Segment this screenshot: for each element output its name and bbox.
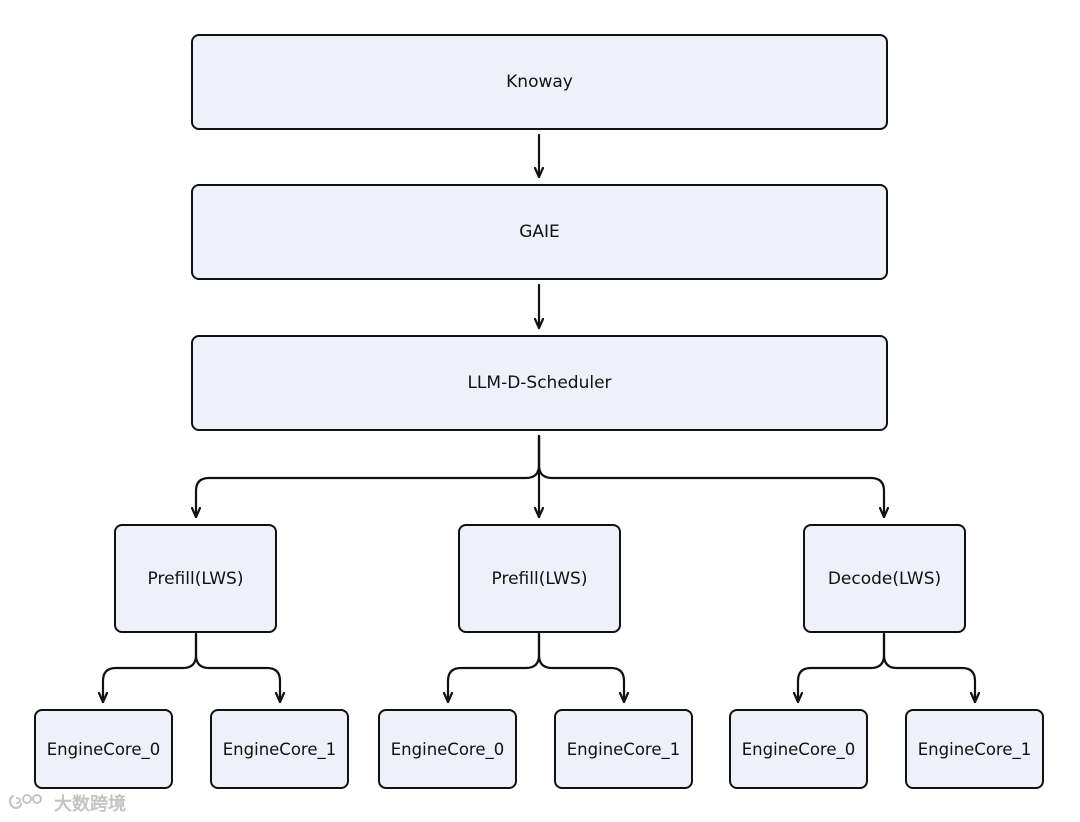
engine-core-label: EngineCore_1: [222, 739, 337, 759]
logo-icon: [8, 791, 52, 815]
watermark: 大数跨境: [8, 790, 126, 816]
arrow-prefill-2-to-core-0: [448, 632, 541, 704]
engine-core-node: EngineCore_0: [729, 709, 868, 789]
engine-core-label: EngineCore_1: [917, 739, 1032, 759]
engine-core-node: EngineCore_0: [34, 709, 173, 789]
watermark-text: 大数跨境: [54, 794, 126, 815]
gaie-node: GAIE: [191, 184, 888, 280]
prefill-node-2-label: Prefill(LWS): [491, 568, 588, 589]
decode-node-label: Decode(LWS): [827, 568, 942, 589]
engine-core-label: EngineCore_1: [566, 739, 681, 759]
arrow-scheduler-to-prefill-1: [196, 434, 541, 519]
engine-core-label: EngineCore_0: [46, 739, 161, 759]
arrow-scheduler-to-decode: [537, 434, 884, 519]
prefill-node-2: Prefill(LWS): [458, 524, 621, 633]
decode-node: Decode(LWS): [803, 524, 966, 633]
arrow-prefill-1-to-core-0: [103, 632, 198, 704]
engine-core-label: EngineCore_0: [390, 739, 505, 759]
arrow-decode-to-core-1: [882, 632, 975, 704]
scheduler-node: LLM-D-Scheduler: [191, 335, 888, 431]
arrow-prefill-2-to-core-1: [537, 632, 624, 704]
knoway-label: Knoway: [506, 72, 573, 92]
engine-core-label: EngineCore_0: [741, 739, 856, 759]
arrow-decode-to-core-0: [798, 632, 886, 704]
scheduler-label: LLM-D-Scheduler: [467, 373, 612, 393]
engine-core-node: EngineCore_1: [210, 709, 349, 789]
engine-core-node: EngineCore_0: [378, 709, 517, 789]
engine-core-node: EngineCore_1: [905, 709, 1044, 789]
knoway-node: Knoway: [191, 34, 888, 130]
gaie-label: GAIE: [519, 222, 560, 242]
prefill-node-1: Prefill(LWS): [114, 524, 277, 633]
prefill-node-1-label: Prefill(LWS): [147, 568, 244, 589]
arrow-prefill-1-to-core-1: [194, 632, 280, 704]
engine-core-node: EngineCore_1: [554, 709, 693, 789]
